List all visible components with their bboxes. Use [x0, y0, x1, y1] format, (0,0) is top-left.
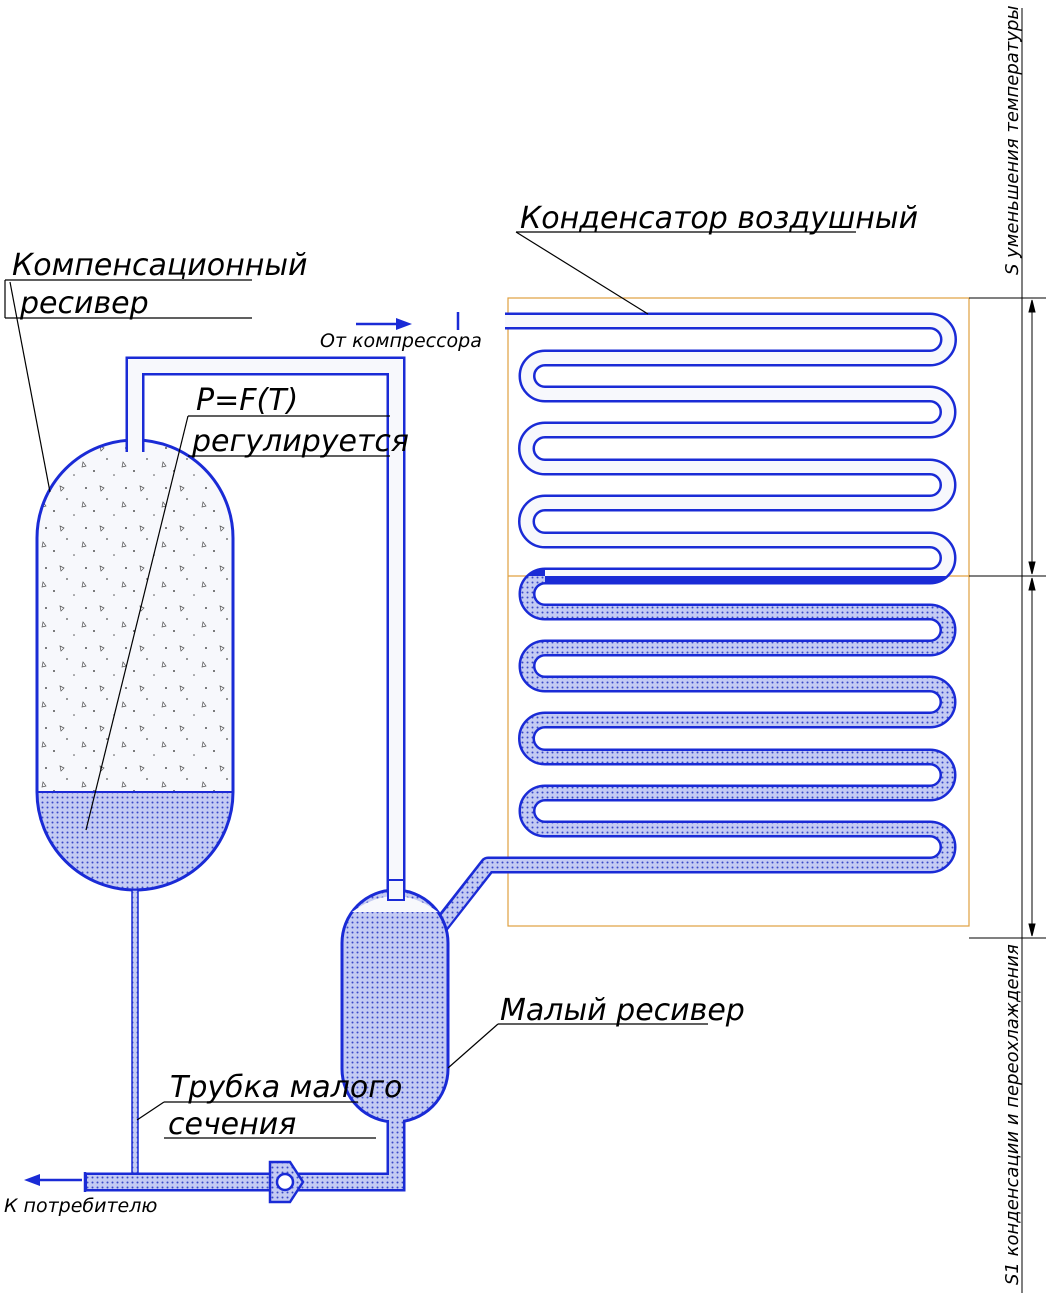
leader-lines — [4, 231, 856, 1139]
label-small-receiver: Малый ресивер — [500, 993, 745, 1028]
label-pressure-function: P=F(T) — [196, 383, 298, 418]
label-compensation-receiver-1: Компенсационный — [12, 248, 308, 283]
label-compensation-receiver-2: ресивер — [19, 286, 149, 321]
arrow-from-compressor — [356, 318, 412, 330]
label-air-condenser: Конденсатор воздушный — [520, 201, 918, 236]
condenser-frame — [507, 297, 970, 927]
condenser-coil-gas — [505, 312, 957, 576]
label-small-tube-2: сечения — [168, 1107, 296, 1142]
label-to-consumer: К потребителю — [4, 1195, 157, 1217]
check-valve — [268, 1160, 305, 1204]
small-section-tube — [131, 889, 139, 1179]
label-zone-condensation: S1 конденсации и переохлаждения — [1002, 944, 1023, 1285]
label-from-compressor: От компрессора — [320, 330, 482, 352]
label-small-tube-1: Трубка малого — [170, 1070, 402, 1105]
condenser-coil-liquid — [505, 576, 957, 874]
label-regulated: регулируется — [191, 424, 409, 459]
compensation-receiver — [35, 438, 235, 892]
label-zone-temperature-drop: S уменьшения температуры — [1002, 5, 1023, 275]
arrow-to-consumer — [24, 1174, 82, 1186]
zone-dimension-lines — [969, 8, 1046, 1293]
